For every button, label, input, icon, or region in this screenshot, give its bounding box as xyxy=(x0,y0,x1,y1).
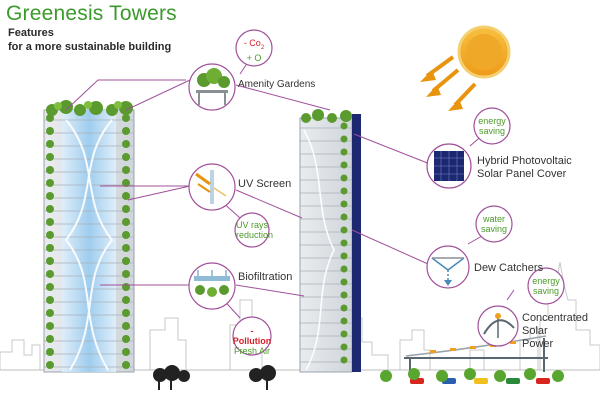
tower-right xyxy=(299,109,361,373)
pollution-line: -Pollution xyxy=(232,326,272,346)
water-saving-text: water saving xyxy=(478,214,510,234)
dew-catchers-label: Dew Catchers xyxy=(474,262,544,274)
uv-reduction-line-1: UV rays xyxy=(236,220,269,230)
concentrated-solar-icon xyxy=(477,305,519,347)
uv-reduction-text: UV rays reduction xyxy=(236,220,273,240)
dew-catcher-icon xyxy=(426,245,470,289)
uv-reduction-bubble xyxy=(234,212,270,248)
biofiltration-label: Biofiltration xyxy=(238,271,293,283)
parked-cars xyxy=(410,378,550,384)
o2-plus: + O xyxy=(246,52,262,63)
fresh-air-line: Fresh Air xyxy=(233,346,270,356)
amenity-gardens-icon xyxy=(188,63,236,111)
uv-screen-label: UV Screen xyxy=(238,178,292,190)
solar-concentrator-rig xyxy=(404,335,548,372)
co2-minus: - Co xyxy=(243,38,261,48)
pv-label: Hybrid Photovoltaic Solar Panel Cover xyxy=(477,155,572,181)
pv-energy-bubble xyxy=(473,107,511,145)
leader-lines xyxy=(65,61,515,319)
water-saving-line-2: saving xyxy=(480,224,507,234)
tower-left xyxy=(43,100,135,373)
pv-energy-line-1: energy xyxy=(478,116,506,126)
csp-energy-line-1: energy xyxy=(532,276,560,286)
amenity-gardens-label: Amenity Gardens xyxy=(238,79,316,90)
csp-energy-line-2: saving xyxy=(532,286,559,296)
csp-label: Concentrated Solar Power xyxy=(522,312,588,351)
uv-screen-icon xyxy=(188,163,236,211)
pollution-bubble xyxy=(232,316,272,356)
co2-text: - Co2 + O xyxy=(238,38,270,63)
street-trees xyxy=(153,365,564,390)
sun-icon xyxy=(457,25,511,79)
uv-reduction-line-2: reduction xyxy=(236,230,274,240)
water-saving-bubble xyxy=(475,205,513,243)
sun-rays-icon xyxy=(420,55,477,111)
water-saving-line-1: water xyxy=(482,214,505,224)
csp-energy-text: energy saving xyxy=(530,276,562,296)
subtitle-line-2: for a more sustainable building xyxy=(8,41,172,53)
pv-energy-line-2: saving xyxy=(478,126,505,136)
csp-energy-bubble xyxy=(527,267,565,305)
pv-label-line-1: Hybrid Photovoltaic xyxy=(477,155,572,167)
co2-subscript: 2 xyxy=(260,44,265,51)
pv-energy-text: energy saving xyxy=(476,116,508,136)
csp-label-line-1: Concentrated xyxy=(522,312,589,324)
co2-bubble xyxy=(235,29,273,67)
csp-label-line-3: Power xyxy=(522,338,554,350)
csp-label-line-2: Solar xyxy=(522,325,548,337)
solar-panel-icon xyxy=(426,143,472,189)
biofiltration-icon xyxy=(188,262,236,310)
subtitle-line-1: Features xyxy=(8,27,54,39)
pv-label-line-2: Solar Panel Cover xyxy=(477,168,567,180)
pollution-text: -Pollution Fresh Air xyxy=(232,326,272,356)
page-title: Greenesis Towers xyxy=(6,2,177,25)
